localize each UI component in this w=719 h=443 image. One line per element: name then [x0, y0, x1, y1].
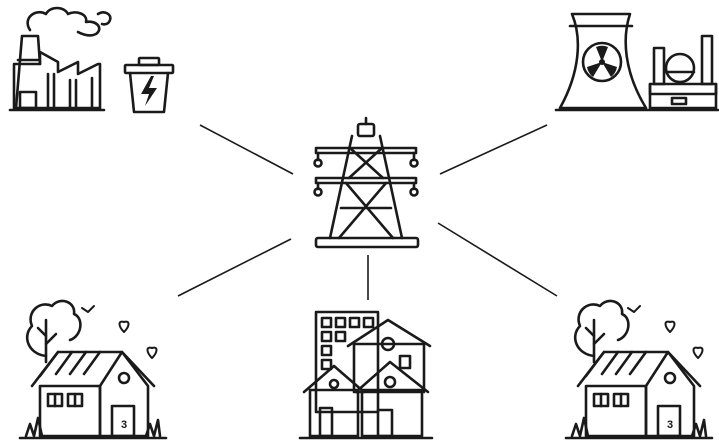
transmission-tower-icon — [313, 116, 420, 249]
connector-house-left — [177, 238, 292, 297]
house-right-icon: 3 — [564, 299, 714, 440]
connector-nuclear — [439, 124, 548, 175]
factory-icon — [8, 6, 112, 112]
house-left-icon: 3 — [18, 299, 168, 440]
house-left-number: 3 — [121, 419, 127, 431]
apartment-buildings-icon — [298, 310, 434, 440]
battery-bin-icon — [123, 56, 175, 114]
connector-house-right — [437, 222, 558, 297]
connector-factory — [199, 124, 294, 175]
house-right-number: 3 — [667, 419, 673, 431]
nuclear-power-plant-icon — [554, 12, 719, 112]
connection-lines — [177, 124, 558, 300]
